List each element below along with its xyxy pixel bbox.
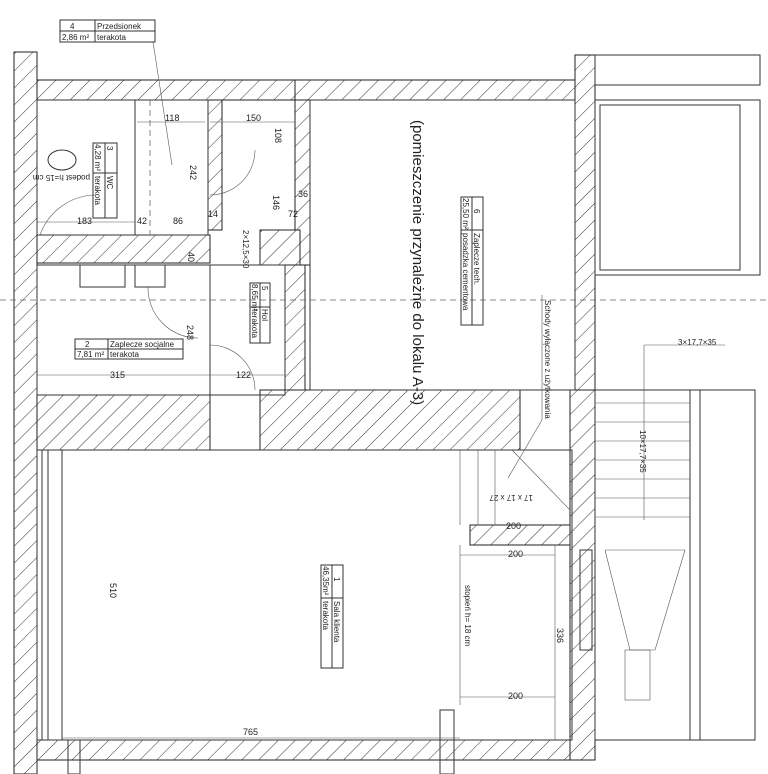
walls (13, 51, 596, 774)
svg-text:4: 4 (70, 22, 75, 31)
svg-text:Przedsionek: Przedsionek (97, 22, 142, 31)
annex-note: (pomieszczenie przynależne do lokalu A-3… (409, 120, 426, 405)
door-swing (209, 344, 256, 391)
svg-text:200: 200 (508, 549, 523, 559)
svg-text:posadzka cementowa: posadzka cementowa (461, 233, 470, 311)
stairs (459, 345, 690, 701)
svg-text:Sala klienta: Sala klienta (332, 601, 341, 643)
svg-text:36: 36 (298, 189, 308, 199)
svg-text:terakota: terakota (110, 350, 139, 359)
room-label-3: 3 WC 4,28 m² terakota (92, 142, 118, 219)
svg-text:336: 336 (555, 628, 565, 643)
room-label-5: 5 Hol 8,65 m² terakota (249, 282, 271, 344)
stairs-excluded-note: Schody wyłączone z użytkowania (543, 300, 552, 419)
svg-text:podest h=15 cm: podest h=15 cm (33, 173, 90, 182)
svg-text:510: 510 (108, 583, 118, 598)
room-label-1: 1 Sala klienta 46,35m² terakota (320, 564, 344, 669)
svg-text:200: 200 (508, 691, 523, 701)
toilet-icon (47, 149, 77, 171)
fixtures (39, 149, 256, 391)
svg-text:183: 183 (77, 216, 92, 226)
sink-icon (79, 264, 126, 288)
svg-text:46,35m²: 46,35m² (321, 566, 330, 596)
svg-text:2,86 m²: 2,86 m² (62, 33, 89, 42)
svg-text:248: 248 (185, 325, 195, 340)
svg-text:6: 6 (472, 209, 481, 214)
svg-text:3: 3 (105, 146, 114, 151)
svg-text:315: 315 (110, 370, 125, 380)
svg-text:108: 108 (273, 128, 283, 143)
svg-text:118: 118 (165, 113, 179, 123)
svg-text:1: 1 (332, 577, 341, 582)
svg-text:WC: WC (105, 176, 114, 190)
svg-text:Zaplecze socjalne: Zaplecze socjalne (110, 340, 175, 349)
svg-text:122: 122 (236, 370, 251, 380)
svg-text:42: 42 (137, 216, 147, 226)
step-note: stopień h= 18 cm (463, 585, 472, 646)
svg-text:72: 72 (288, 209, 298, 219)
svg-text:146: 146 (271, 195, 281, 210)
svg-text:8,65 m²: 8,65 m² (250, 284, 259, 311)
svg-text:2×12,5×30: 2×12,5×30 (241, 230, 250, 269)
room-label-2: 2 Zaplecze socjalne 7,81 m² terakota (74, 338, 184, 360)
svg-text:40: 40 (186, 252, 196, 262)
svg-text:242: 242 (188, 165, 198, 180)
svg-text:4,28 m²: 4,28 m² (93, 144, 102, 171)
svg-text:17 x 17 x 27: 17 x 17 x 27 (489, 493, 533, 502)
room-label-4: 4 Przedsionek 2,86 m² terakota (59, 19, 173, 166)
svg-text:terakota: terakota (250, 309, 259, 338)
svg-text:terakota: terakota (93, 176, 102, 205)
svg-text:terakota: terakota (97, 33, 126, 42)
door-swing (209, 149, 256, 196)
svg-text:2: 2 (85, 340, 90, 349)
dimension-labels: 118 150 108 242 183 42 86 14 36 72 146 4… (37, 113, 565, 740)
svg-text:765: 765 (243, 727, 258, 737)
svg-text:150: 150 (246, 113, 261, 123)
svg-text:7,81 m²: 7,81 m² (77, 350, 104, 359)
room-label-6: 6 Zaplecze tech. 25,50 m² posadzka cemen… (460, 196, 484, 326)
svg-text:Zaplecze tech.: Zaplecze tech. (472, 233, 481, 285)
svg-text:25,50 m²: 25,50 m² (461, 198, 470, 230)
svg-text:10×17,7×35: 10×17,7×35 (638, 430, 647, 473)
svg-text:5: 5 (260, 286, 269, 291)
svg-text:terakota: terakota (321, 601, 330, 630)
svg-text:Hol: Hol (260, 309, 269, 321)
svg-text:3×17,7×35: 3×17,7×35 (678, 338, 717, 347)
svg-text:14: 14 (208, 209, 218, 219)
svg-text:200: 200 (506, 521, 521, 531)
svg-text:86: 86 (173, 216, 183, 226)
room-lines (0, 54, 768, 774)
stove-icon (134, 264, 166, 288)
door-swing (147, 286, 199, 339)
door-swing (39, 194, 96, 236)
